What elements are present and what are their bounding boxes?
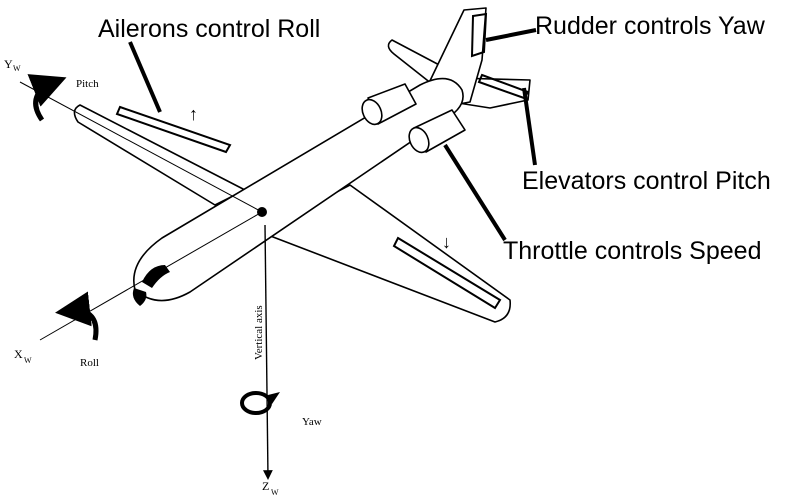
x-axis-subscript: W xyxy=(24,356,32,365)
pitch-rotation-arrow xyxy=(27,74,67,122)
left-aileron xyxy=(115,105,232,154)
elevators-leader-line xyxy=(522,87,537,166)
pitch-label: Pitch xyxy=(76,78,99,90)
cockpit-windows xyxy=(142,265,170,288)
roll-axis-line xyxy=(39,211,263,341)
rudder-surface xyxy=(470,12,488,58)
roll-rotation-arrow xyxy=(55,291,99,341)
y-axis-label: Y xyxy=(4,57,13,71)
elevators-callout: Elevators control Pitch xyxy=(522,167,771,195)
rudder-callout: Rudder controls Yaw xyxy=(535,12,765,40)
roll-label: Roll xyxy=(80,357,99,369)
pitch-axis-line xyxy=(19,81,263,213)
yaw-label: Yaw xyxy=(302,416,322,428)
right-wing xyxy=(259,184,512,323)
ailerons-leader-line xyxy=(128,41,162,113)
yaw-rotation-arrow xyxy=(240,391,272,415)
z-axis-label: Z xyxy=(262,479,269,493)
throttle-callout: Throttle controls Speed xyxy=(503,237,762,265)
aileron-down-arrow: ↓ xyxy=(442,232,451,252)
ailerons-callout: Ailerons control Roll xyxy=(98,15,321,43)
left-horizontal-stabilizer xyxy=(387,39,446,85)
vertical-axis-label: Vertical axis xyxy=(253,305,265,360)
rudder-leader-line xyxy=(485,28,537,42)
y-axis-subscript: W xyxy=(13,64,21,73)
throttle-leader-line xyxy=(443,143,507,242)
fuselage xyxy=(133,77,464,302)
right-aileron xyxy=(392,236,502,310)
upper-engine-intake xyxy=(361,98,383,126)
yaw-axis-line xyxy=(263,224,273,480)
z-axis-subscript: W xyxy=(271,488,279,497)
aileron-up-arrow: ↑ xyxy=(189,104,198,124)
lower-engine-intake xyxy=(408,126,430,154)
x-axis-label: X xyxy=(14,347,23,361)
